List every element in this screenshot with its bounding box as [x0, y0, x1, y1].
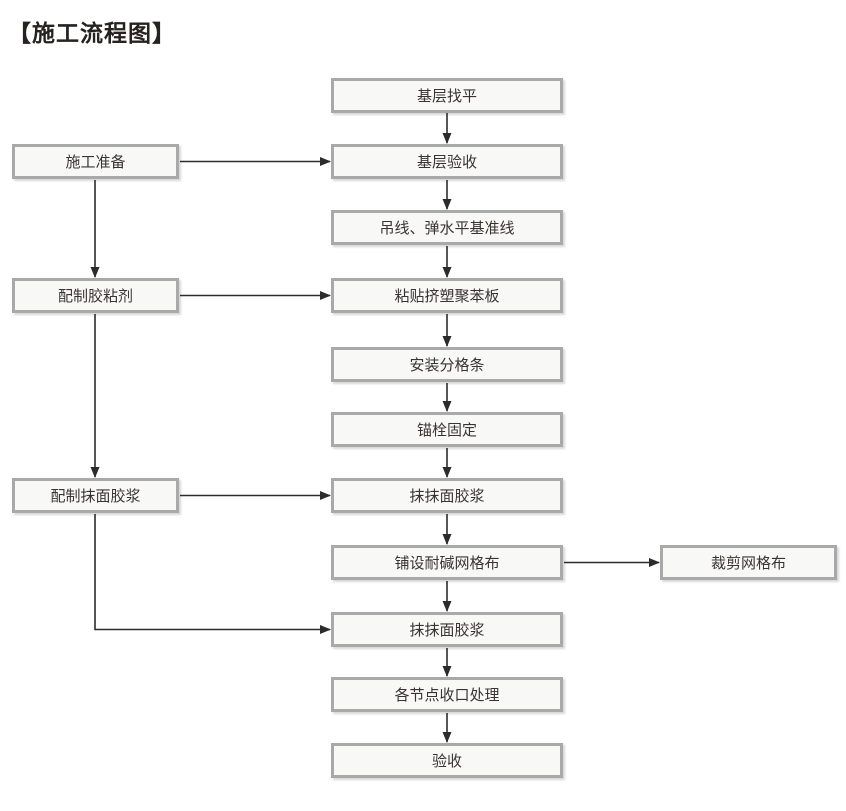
node-apply-mortar-first: 抹抹面胶浆	[331, 478, 563, 513]
node-final-acceptance: 验收	[331, 743, 563, 778]
node-joint-finishing: 各节点收口处理	[331, 677, 563, 712]
node-hang-line-snap-level-line: 吊线、弹水平基准线	[331, 210, 563, 245]
arrow-l3-m9	[94, 514, 331, 634]
node-anchor-bolt-fixing: 锚栓固定	[331, 412, 563, 447]
node-base-acceptance: 基层验收	[331, 144, 563, 179]
node-cut-mesh-cloth: 裁剪网格布	[660, 545, 837, 580]
node-prepare-adhesive: 配制胶粘剂	[12, 278, 179, 313]
node-construction-preparation: 施工准备	[12, 144, 179, 179]
node-paste-xps-board: 粘贴挤塑聚苯板	[331, 278, 563, 313]
node-base-leveling: 基层找平	[331, 78, 563, 113]
node-prepare-surface-mortar: 配制抹面胶浆	[12, 478, 179, 513]
node-lay-alkali-resistant-mesh: 铺设耐碱网格布	[331, 545, 563, 580]
node-apply-mortar-second: 抹抹面胶浆	[331, 612, 563, 647]
page-title: 【施工流程图】	[8, 20, 176, 46]
node-install-divider-strips: 安装分格条	[331, 347, 563, 382]
